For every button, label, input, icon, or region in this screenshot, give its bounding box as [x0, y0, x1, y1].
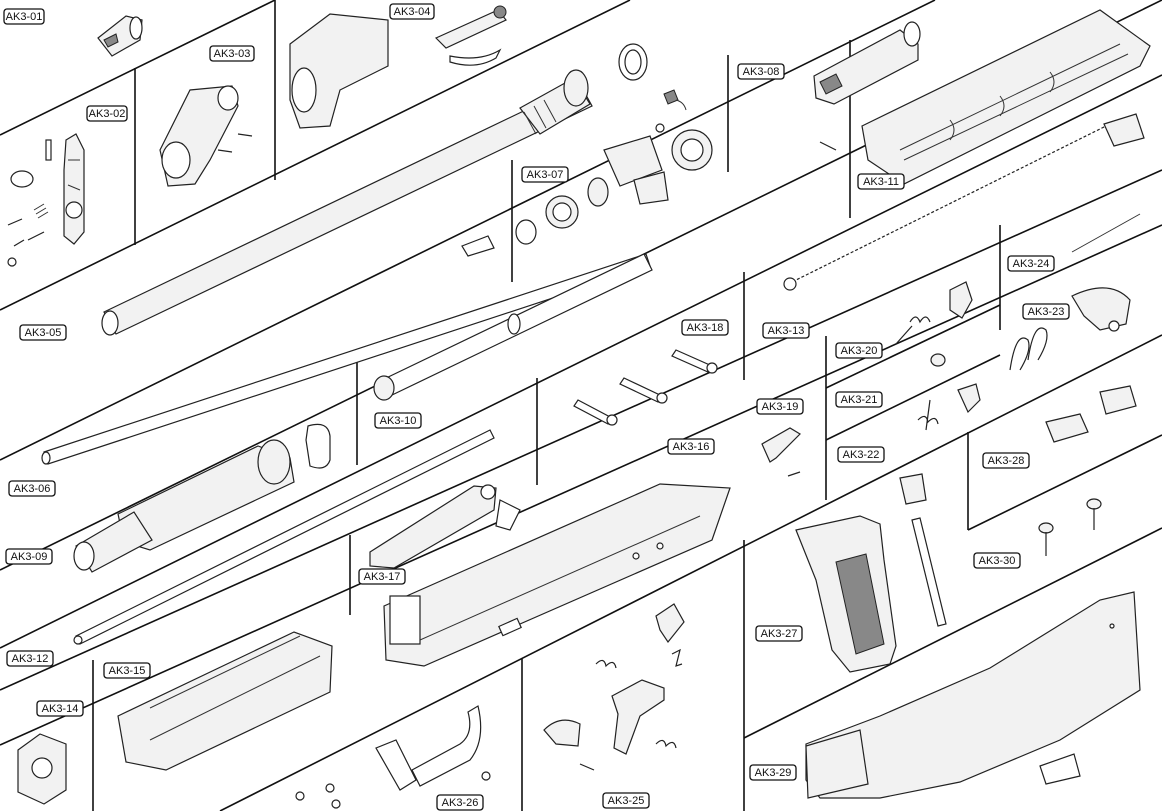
- label-ak3-24: AK3-24: [1007, 255, 1055, 272]
- label-ak3-04-text: AK3-04: [394, 6, 431, 18]
- label-ak3-11: AK3-11: [857, 173, 905, 190]
- label-ak3-01: AK3-01: [3, 8, 45, 25]
- main-spring-part: [783, 113, 1145, 291]
- label-ak3-20-text: AK3-20: [841, 345, 878, 357]
- label-ak3-18-text: AK3-18: [687, 322, 724, 334]
- label-ak3-06: AK3-06: [8, 480, 56, 497]
- screws-part: [1038, 498, 1102, 556]
- label-ak3-26-text: AK3-26: [442, 797, 479, 809]
- label-ak3-11-text: AK3-11: [863, 176, 899, 188]
- label-ak3-24-text: AK3-24: [1013, 258, 1050, 270]
- label-ak3-05: AK3-05: [19, 324, 67, 341]
- stock-part: [805, 591, 1141, 799]
- label-ak3-09: AK3-09: [5, 548, 53, 565]
- label-ak3-28: AK3-28: [982, 452, 1030, 469]
- label-ak3-14-text: AK3-14: [42, 703, 79, 715]
- label-ak3-09-text: AK3-09: [11, 551, 48, 563]
- label-ak3-25-text: AK3-25: [608, 795, 645, 807]
- block-part: [1045, 385, 1137, 443]
- label-ak3-12-text: AK3-12: [12, 653, 49, 665]
- nozzle-housing-part: [813, 21, 921, 151]
- latch-part: [895, 281, 973, 345]
- label-ak3-04: AK3-04: [389, 3, 435, 20]
- rear-sight-part: [289, 5, 507, 129]
- label-ak3-03: AK3-03: [209, 45, 255, 62]
- label-ak3-15: AK3-15: [103, 662, 151, 679]
- receiver-part: [383, 483, 731, 667]
- label-ak3-17-text: AK3-17: [364, 571, 401, 583]
- trigger-assembly-part: [543, 603, 685, 771]
- label-ak3-03-text: AK3-03: [214, 48, 251, 60]
- label-ak3-06-text: AK3-06: [14, 483, 51, 495]
- label-ak3-29-text: AK3-29: [755, 767, 792, 779]
- label-ak3-25: AK3-25: [602, 792, 650, 809]
- label-ak3-16-text: AK3-16: [673, 441, 710, 453]
- label-ak3-15-text: AK3-15: [109, 665, 146, 677]
- label-ak3-18: AK3-18: [681, 319, 729, 336]
- label-ak3-01-text: AK3-01: [6, 11, 43, 23]
- lever-part: [761, 427, 801, 477]
- label-ak3-02: AK3-02: [86, 105, 128, 122]
- label-ak3-30: AK3-30: [973, 552, 1021, 569]
- pins-part: [573, 349, 718, 426]
- label-ak3-19: AK3-19: [756, 398, 804, 415]
- torsion-spring-part: [917, 399, 939, 431]
- cleaning-rod-part: [73, 429, 495, 645]
- label-ak3-26: AK3-26: [436, 794, 484, 811]
- label-ak3-07: AK3-07: [521, 166, 569, 183]
- label-ak3-28-text: AK3-28: [988, 455, 1025, 467]
- label-ak3-27-text: AK3-27: [761, 628, 798, 640]
- cylinder-part: [73, 423, 331, 573]
- label-ak3-10-text: AK3-10: [380, 415, 417, 427]
- label-ak3-19-text: AK3-19: [762, 401, 799, 413]
- label-ak3-23-text: AK3-23: [1028, 306, 1065, 318]
- label-ak3-30-text: AK3-30: [979, 555, 1016, 567]
- front-sight-part: [7, 133, 85, 267]
- outer-barrel-part: [101, 43, 648, 336]
- label-ak3-08-text: AK3-08: [743, 66, 780, 78]
- label-ak3-17: AK3-17: [358, 568, 406, 585]
- label-ak3-21: AK3-21: [835, 391, 883, 408]
- label-ak3-21-text: AK3-21: [841, 394, 878, 406]
- label-ak3-07-text: AK3-07: [527, 169, 564, 181]
- label-ak3-13: AK3-13: [762, 322, 810, 339]
- trigger-guard-part: [295, 705, 491, 809]
- label-ak3-22: AK3-22: [837, 446, 885, 463]
- wire-part: [1071, 213, 1141, 253]
- label-ak3-13-text: AK3-13: [768, 325, 805, 337]
- label-ak3-02-text: AK3-02: [89, 108, 126, 120]
- label-ak3-23: AK3-23: [1022, 303, 1070, 320]
- label-ak3-16: AK3-16: [667, 438, 715, 455]
- label-ak3-10: AK3-10: [374, 412, 422, 429]
- end-cap-part: [17, 733, 67, 805]
- label-ak3-08: AK3-08: [737, 63, 785, 80]
- label-ak3-14: AK3-14: [36, 700, 84, 717]
- lower-handguard-part: [117, 631, 333, 771]
- muzzle-brake-part: [97, 15, 143, 57]
- piston-rod-part: [373, 253, 653, 401]
- upper-handguard-part: [861, 9, 1151, 185]
- label-ak3-27: AK3-27: [755, 625, 803, 642]
- selector-part: [369, 484, 521, 569]
- label-ak3-20: AK3-20: [835, 342, 883, 359]
- hammer-part: [1009, 287, 1131, 371]
- label-ak3-05-text: AK3-05: [25, 327, 62, 339]
- pistol-grip-part: [795, 473, 947, 673]
- inner-barrel-part: [41, 235, 651, 465]
- label-ak3-29: AK3-29: [749, 764, 797, 781]
- label-ak3-22-text: AK3-22: [843, 449, 880, 461]
- hop-up-parts: [515, 89, 713, 245]
- gas-block-part: [159, 85, 253, 187]
- small-latch-part: [930, 353, 981, 414]
- label-ak3-12: AK3-12: [6, 650, 54, 667]
